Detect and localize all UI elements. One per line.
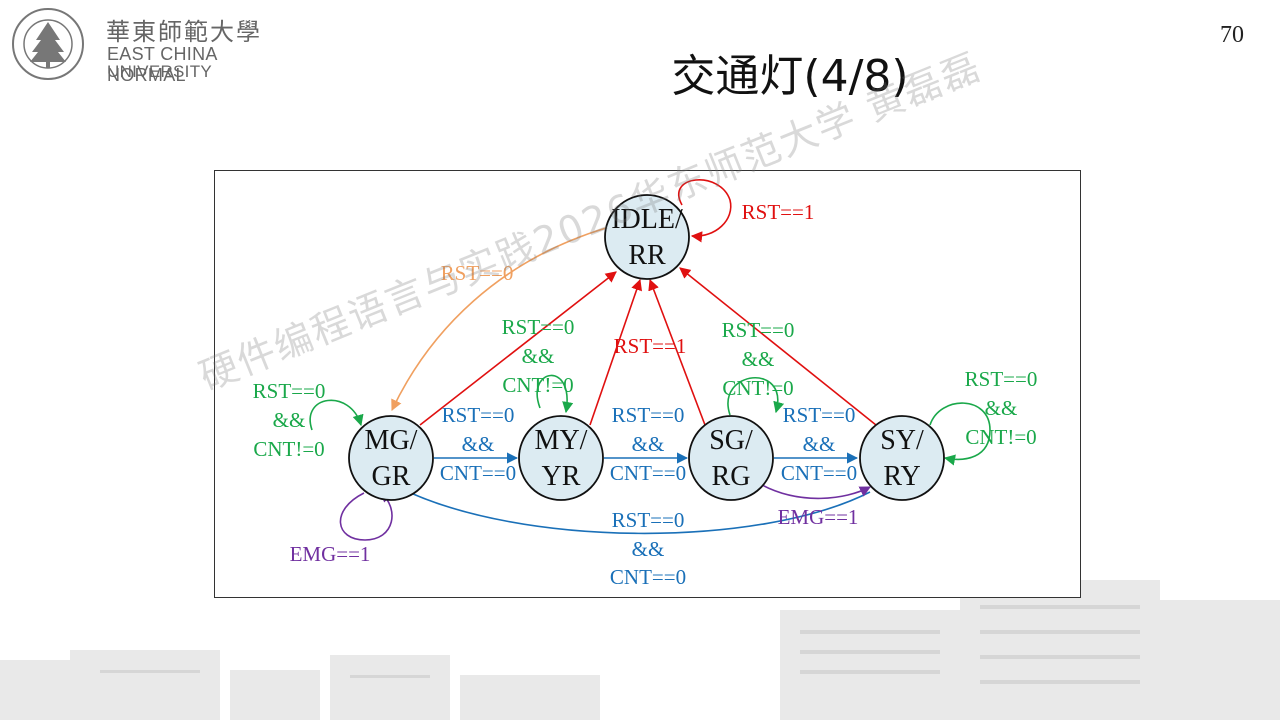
label-idle-self: RST==1 (742, 200, 815, 224)
svg-text:&&: && (632, 432, 665, 456)
label-sg-to-sy: RST==0 && CNT==0 (781, 403, 857, 485)
sy-to-mg-edge (396, 486, 871, 535)
label-sy-to-mg: RST==0 && CNT==0 (610, 508, 686, 589)
node-sg-line1: SG/ (709, 425, 753, 456)
university-name-en-line1: EAST CHINA NORMAL (107, 44, 217, 85)
node-sy: SY/ RY (859, 415, 945, 501)
label-idle-to-mg: RST==0 (441, 261, 514, 285)
mg-to-idle-edge (419, 271, 617, 426)
university-logo: 華東師範大學 EAST CHINA NORMAL UNIVERSITY (10, 6, 300, 85)
node-mg: MG/ GR (348, 415, 434, 501)
node-mg-line1: MG/ (365, 425, 418, 456)
svg-text:RST==0: RST==0 (722, 318, 795, 342)
idle-self-loop (678, 179, 732, 243)
node-sg: SG/ RG (688, 415, 774, 501)
svg-text:&&: && (742, 347, 775, 371)
svg-text:CNT==0: CNT==0 (781, 461, 857, 485)
label-sy-self: RST==0 && CNT!=0 (965, 367, 1038, 449)
sg-to-sy-emg-edge (761, 484, 871, 500)
node-sg-line2: RG (712, 461, 751, 492)
slide-title: 交通灯(4/8) (671, 51, 909, 102)
my-self-loop (536, 374, 574, 414)
svg-text:&&: && (985, 396, 1018, 420)
svg-text:RST==0: RST==0 (612, 508, 685, 532)
university-name-en-line2: UNIVERSITY (107, 62, 213, 81)
svg-text:CNT==0: CNT==0 (440, 461, 516, 485)
label-emg-sg: EMG==1 (778, 505, 859, 529)
label-mg-self: RST==0 && CNT!=0 (253, 379, 326, 461)
svg-text:&&: && (522, 344, 555, 368)
node-mg-line2: GR (372, 461, 411, 492)
svg-text:RST==0: RST==0 (783, 403, 856, 427)
svg-text:CNT!=0: CNT!=0 (253, 437, 324, 461)
my-to-idle-edge (589, 278, 643, 426)
mg-emg-loop (339, 491, 393, 541)
node-my-line1: MY/ (535, 425, 588, 456)
svg-text:RST==0: RST==0 (612, 403, 685, 427)
sg-self-loop (727, 377, 785, 416)
label-my-self: RST==0 && CNT!=0 (502, 315, 575, 397)
label-emg-mg: EMG==1 (290, 542, 371, 566)
sy-to-idle-edge (679, 267, 877, 426)
idle-to-mg-edge (391, 227, 607, 412)
mg-self-loop (309, 399, 364, 431)
label-my-to-sg: RST==0 && CNT==0 (610, 403, 686, 485)
node-idle-line1: IDLE/ (611, 204, 683, 235)
svg-text:RST==0: RST==0 (442, 403, 515, 427)
node-sy-line1: SY/ (880, 425, 924, 456)
node-idle-line2: RR (628, 240, 666, 271)
svg-text:&&: && (462, 432, 495, 456)
university-name-cn: 華東師範大學 (106, 18, 262, 46)
sg-to-idle-edge (648, 278, 706, 426)
node-my: MY/ YR (518, 415, 604, 501)
svg-text:CNT!=0: CNT!=0 (502, 373, 573, 397)
page-number: 70 (1220, 22, 1244, 48)
campus-skyline-background (0, 580, 1280, 720)
svg-text:&&: && (632, 537, 665, 561)
svg-text:CNT==0: CNT==0 (610, 565, 686, 589)
node-idle: IDLE/ RR (604, 194, 690, 280)
svg-text:RST==0: RST==0 (502, 315, 575, 339)
svg-text:RST==0: RST==0 (253, 379, 326, 403)
svg-text:CNT!=0: CNT!=0 (722, 376, 793, 400)
svg-text:&&: && (803, 432, 836, 456)
node-sy-line2: RY (883, 461, 920, 492)
svg-text:&&: && (273, 408, 306, 432)
label-mg-to-my: RST==0 && CNT==0 (440, 403, 516, 485)
label-sg-self: RST==0 && CNT!=0 (722, 318, 795, 400)
svg-text:CNT==0: CNT==0 (610, 461, 686, 485)
svg-text:RST==0: RST==0 (965, 367, 1038, 391)
label-to-idle: RST==1 (614, 334, 687, 358)
svg-text:CNT!=0: CNT!=0 (965, 425, 1036, 449)
sy-self-loop (929, 402, 991, 466)
node-my-line2: YR (542, 461, 581, 492)
university-seal-icon (12, 8, 84, 80)
